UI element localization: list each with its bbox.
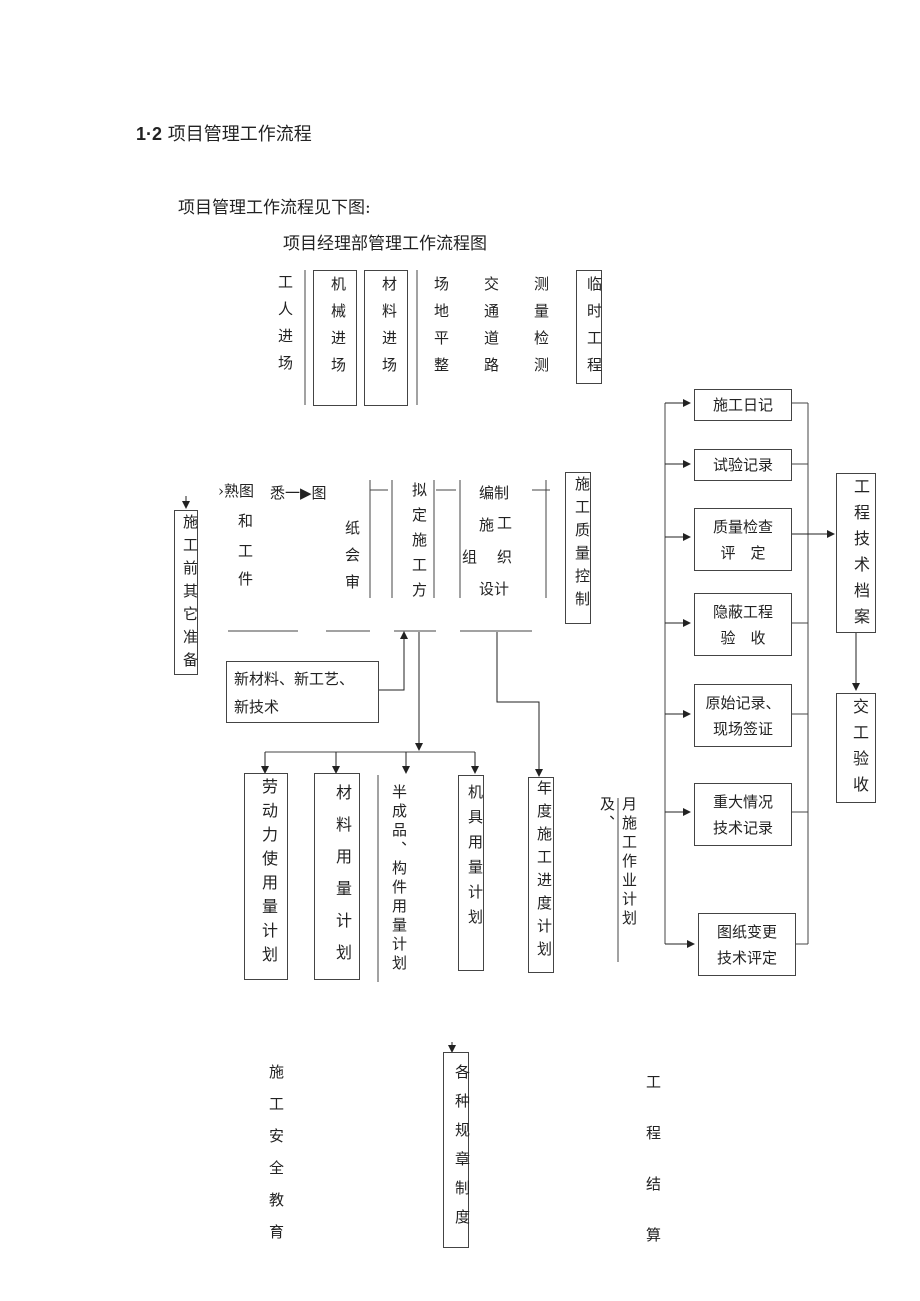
quality-control-box [565,472,591,624]
section-title: 项目管理工作流程 [167,124,312,145]
labor-plan-label: 劳动力使用量计划 [259,778,278,970]
familiar-label-3: 和 [238,512,254,530]
material-plan-box [314,773,360,980]
annual-plan-label: 年度施工进度计划 [535,780,553,964]
pre-construction-label: 施工前其它准备 [181,514,199,675]
major-record-label-1: 重大情况 [712,792,773,811]
pre-construction-box [174,510,198,675]
raw-record-label-1: 原始记录、 [705,693,781,712]
quality-check-box: 质量检查 评 定 [694,508,792,571]
material-plan-label: 材料用量计划 [333,784,352,976]
quality-control-label: 施工质量控制 [573,476,591,614]
test-record-box: 试验记录 [694,449,792,481]
handover-box [836,693,876,803]
raw-record-box: 原始记录、 现场签证 [694,684,792,747]
design-label-6: 设计 [479,580,510,598]
material-entry-box [364,270,408,406]
diagram-title: 项目经理部管理工作流程图 [283,234,487,254]
familiar-label-5: 件 [238,570,254,588]
new-tech-box [226,661,379,723]
new-tech-label-1: 新材料、新工艺、 [234,670,355,688]
rules-box [443,1052,469,1248]
temp-works-label: 临时工程 [585,276,603,384]
site-leveling-label: 场地平整 [432,276,450,384]
rules-label: 各种规章制度 [453,1064,471,1238]
design-label-2: 施 [479,516,495,534]
major-record-label-2: 技术记录 [712,818,773,837]
hidden-works-label-1: 隐蔽工程 [712,602,773,621]
hidden-works-label-2: 验 收 [720,628,766,647]
intro-text: 项目管理工作流程见下图: [178,198,371,218]
drawing-change-label-2: 技术评定 [716,948,777,967]
design-label-1: 编制 [479,484,510,502]
semi-products-label: 半成品、构件用量计划 [390,784,408,974]
section-heading: 1·2 项目管理工作流程 [136,120,312,146]
draft-scheme-label: 拟定施工方 [410,482,428,607]
survey-label: 测量检测 [532,276,550,384]
familiar-label-4: 工 [238,542,254,560]
test-record-label: 试验记录 [712,456,773,474]
handover-label: 交工验收 [850,698,869,802]
drawing-change-box: 图纸变更 技术评定 [698,913,796,976]
raw-record-label-2: 现场签证 [712,719,773,738]
drawing-review-label: 纸会审 [343,520,361,601]
labor-plan-box [244,773,288,980]
traffic-road-label: 交通道路 [482,276,500,384]
temp-works-box [576,270,602,384]
tools-plan-label: 机具用量计划 [466,784,484,934]
design-label-5: 织 [497,548,513,566]
quality-check-label-2: 评 定 [720,543,766,562]
quality-check-label-1: 质量检查 [712,517,773,536]
design-label-4: 组 [462,548,478,566]
tech-archive-box [836,473,876,633]
construction-log-label: 施工日记 [712,396,773,414]
safety-education-label: 施工安全教育 [267,1064,285,1256]
drawing-change-label-1: 图纸变更 [716,922,777,941]
worker-entry-label: 工人进场 [276,274,294,382]
monthly-plan-label: 月施工作业计划及、 [598,796,638,929]
annual-plan-box [528,777,554,973]
section-number: 1·2 [136,124,163,144]
tech-archive-label: 工程技术档案 [851,478,870,634]
hidden-works-box: 隐蔽工程 验 收 [694,593,792,656]
material-entry-label: 材料进场 [380,276,398,384]
machine-entry-box [313,270,357,406]
familiar-label-1: ›熟图 [218,482,254,500]
major-record-box: 重大情况 技术记录 [694,783,792,846]
familiar-label-2: 悉一▶图 [270,484,327,502]
settlement-label: 工程结算 [644,1074,662,1278]
design-label-3: 工 [497,514,513,532]
machine-entry-label: 机械进场 [329,276,347,384]
tools-plan-box [458,775,484,971]
new-tech-label-2: 新技术 [234,698,280,716]
construction-log-box: 施工日记 [694,389,792,421]
